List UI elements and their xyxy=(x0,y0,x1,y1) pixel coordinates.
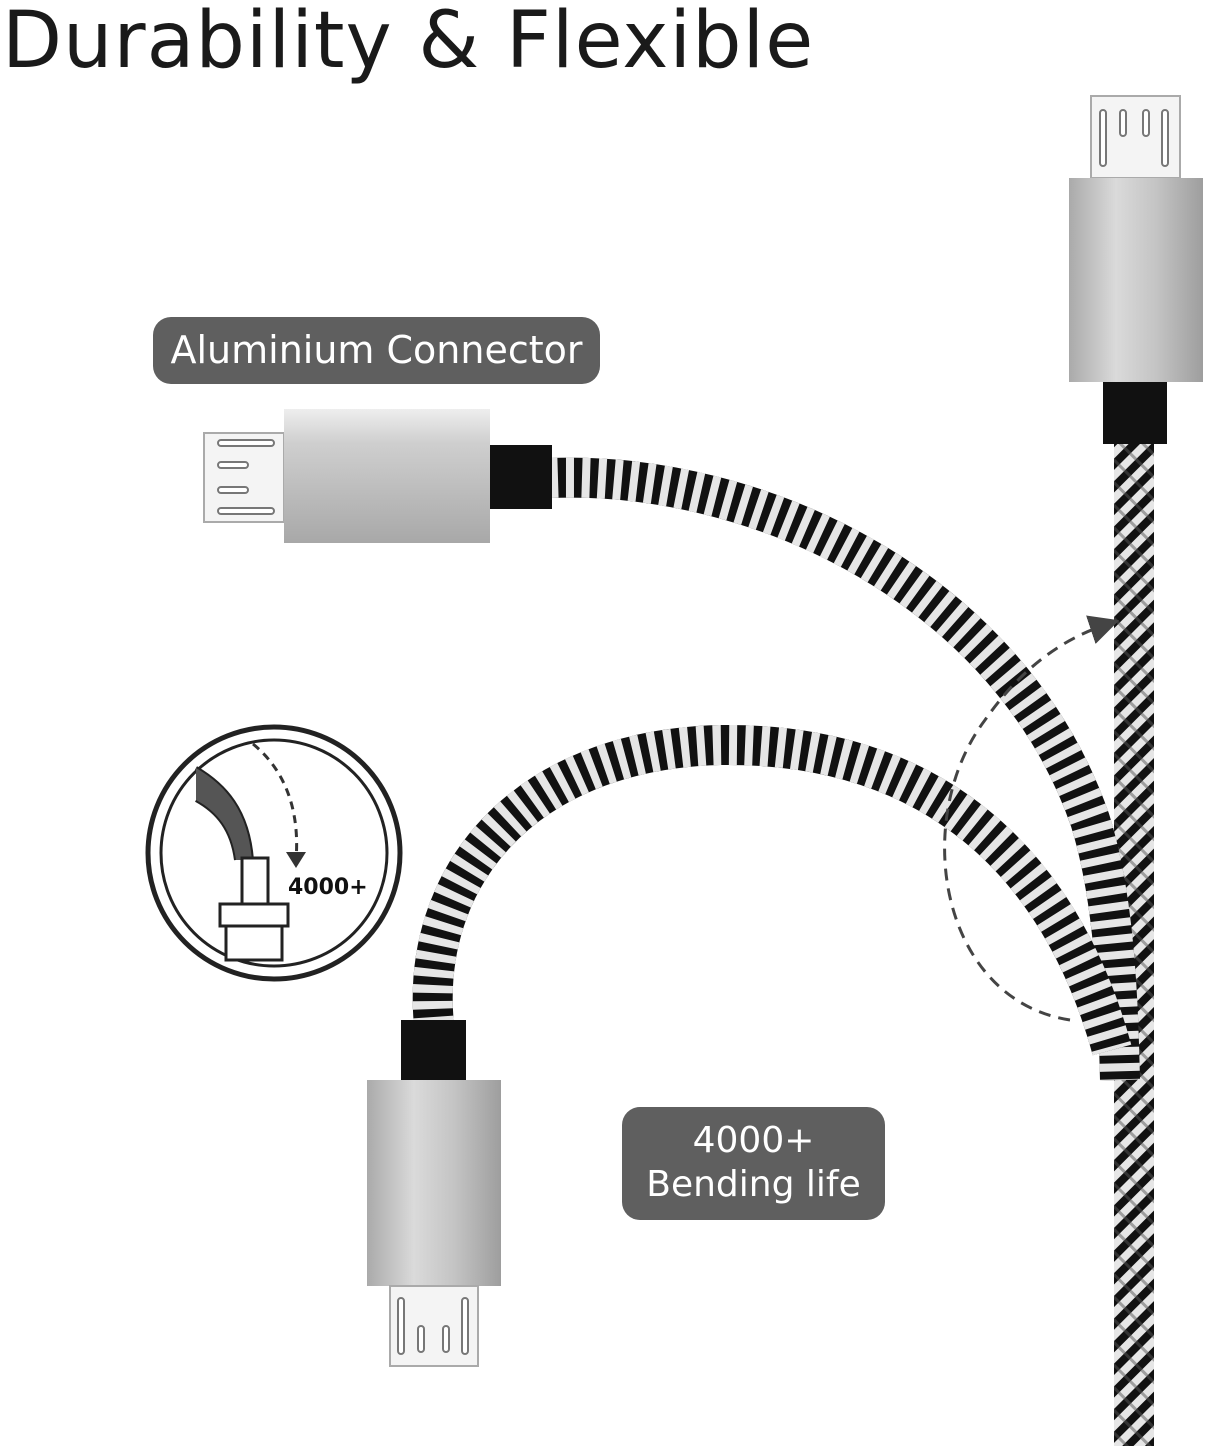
headline: Durability & Flexible xyxy=(2,0,815,86)
bending-life-label: 4000+ Bending life xyxy=(622,1107,885,1220)
connector-label: Aluminium Connector xyxy=(153,317,600,384)
connector-horizontal xyxy=(203,409,552,543)
bend-arrow-icon xyxy=(943,615,1120,1022)
bending-text: Bending life xyxy=(646,1164,861,1205)
bend-cycle-icon: 4000+ xyxy=(145,724,403,982)
cable-lower-curve xyxy=(412,724,1132,1056)
badge-count: 4000+ xyxy=(288,875,368,900)
bending-count: 4000+ xyxy=(692,1120,815,1161)
cable-upper-curve xyxy=(549,457,1140,1081)
connector-top xyxy=(1069,95,1203,444)
connector-bottom xyxy=(367,1020,501,1367)
